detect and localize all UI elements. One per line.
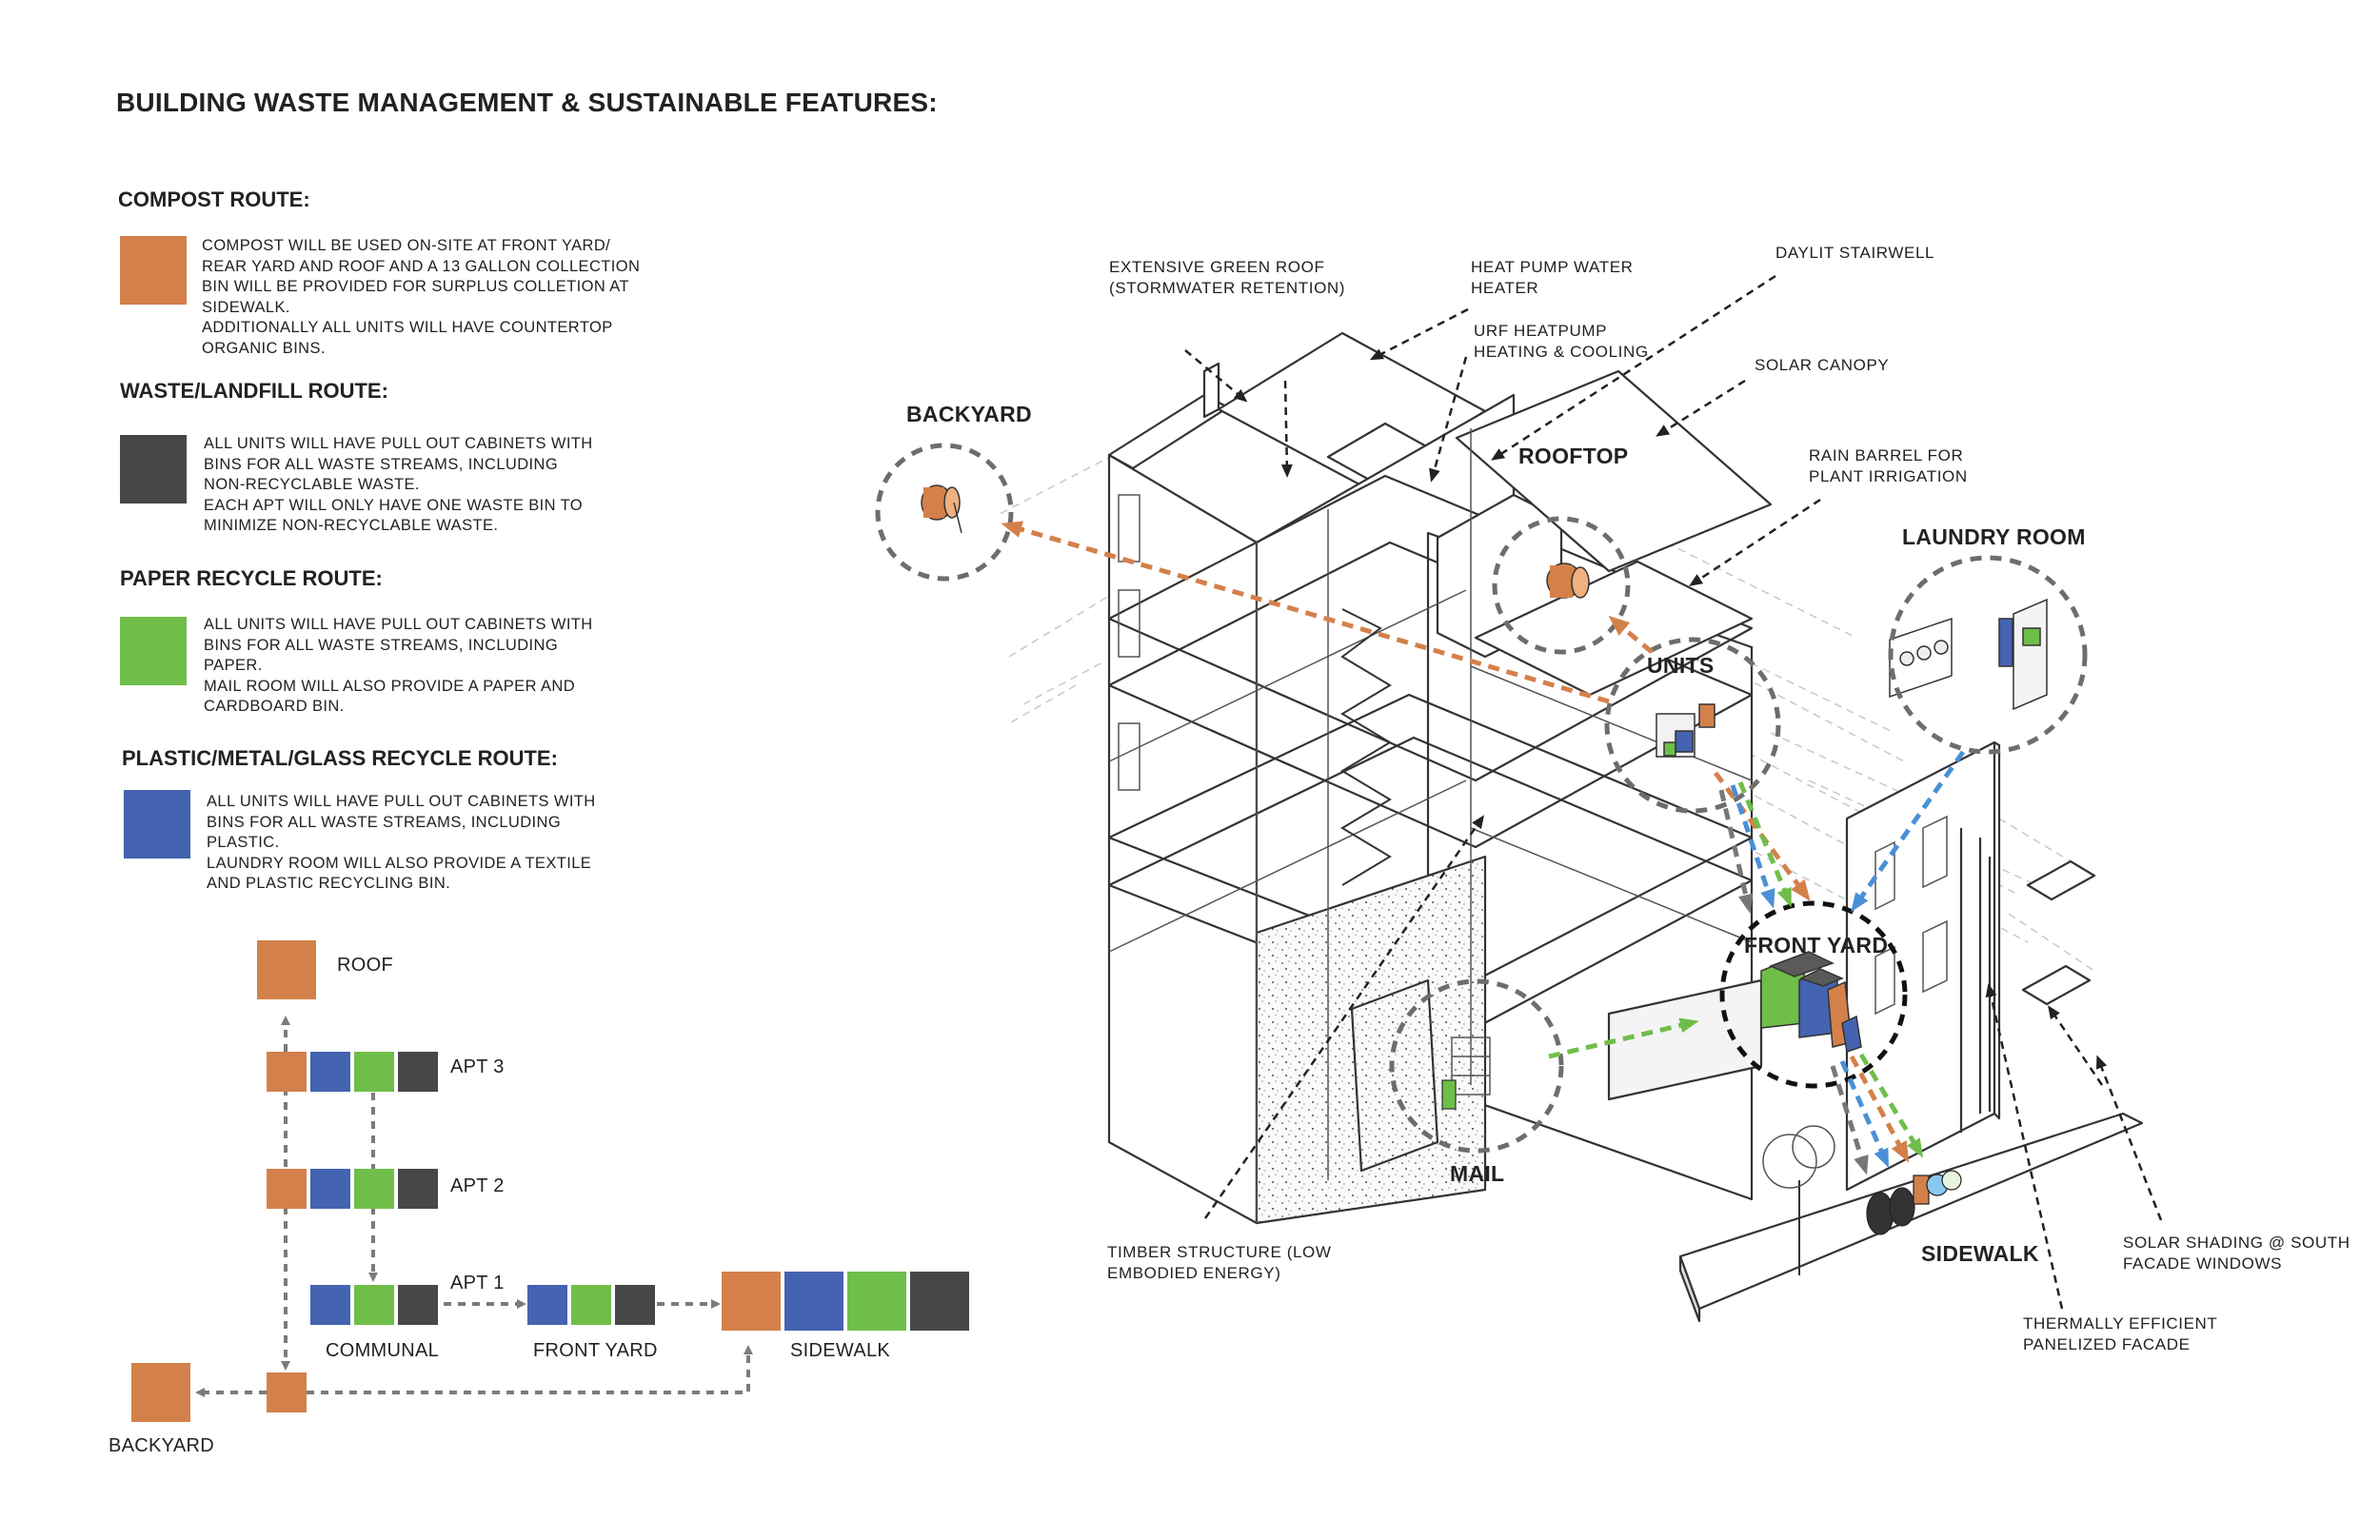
apt2-compost-box <box>267 1169 307 1209</box>
communal-waste-box <box>398 1285 438 1325</box>
thermal-facade-label: THERMALLY EFFICIENT PANELIZED FACADE <box>2023 1314 2218 1353</box>
apt2-label: APT 2 <box>450 1175 505 1196</box>
roof-compost-box <box>257 940 316 999</box>
communal-label: COMMUNAL <box>326 1340 440 1361</box>
apt3-paper-box <box>354 1052 394 1092</box>
frontyard-label: FRONT YARD <box>533 1340 658 1361</box>
rain-barrel-label: RAIN BARREL FOR PLANT IRRIGATION <box>1809 446 1968 485</box>
frontyard-waste-box <box>615 1285 655 1325</box>
page-title: BUILDING WASTE MANAGEMENT & SUSTAINABLE … <box>116 88 938 117</box>
backyard-compost-box <box>131 1363 190 1422</box>
plastic-route-text: ALL UNITS WILL HAVE PULL OUT CABINETS WI… <box>207 793 596 892</box>
mail-zone-circle <box>1389 978 1564 1154</box>
apt3-waste-box <box>398 1052 438 1092</box>
backyard-zone-circle <box>875 443 1014 582</box>
sidewalk-paper-box <box>847 1272 906 1331</box>
paper-swatch <box>120 617 187 685</box>
sidewalk-compost-box <box>722 1272 781 1331</box>
daylit-stairwell-label: DAYLIT STAIRWELL <box>1775 244 1935 262</box>
zone-mail-title: MAIL <box>1450 1161 1505 1186</box>
solar-canopy-label: SOLAR CANOPY <box>1755 356 1890 374</box>
compost-route-heading: COMPOST ROUTE: <box>118 188 310 211</box>
zone-rooftop-title: ROOFTOP <box>1518 444 1629 468</box>
apt1-label: APT 1 <box>450 1273 505 1293</box>
urf-heatpump-label: URF HEATPUMP HEATING & COOLING <box>1474 322 1649 361</box>
zone-laundry-title: LAUNDRY ROOM <box>1902 524 2086 549</box>
compost-swatch <box>120 236 187 305</box>
communal-plastic-box <box>310 1285 350 1325</box>
zone-sidewalk-title: SIDEWALK <box>1921 1241 2039 1266</box>
frontyard-plastic-box <box>527 1285 567 1325</box>
laundry-zone-circle <box>1888 555 2088 755</box>
paper-route-text: ALL UNITS WILL HAVE PULL OUT CABINETS WI… <box>204 616 593 715</box>
apt3-compost-box <box>267 1052 307 1092</box>
backyard-label: BACKYARD <box>109 1435 214 1456</box>
paper-route-heading: PAPER RECYCLE ROUTE: <box>120 566 383 590</box>
front-yard-zone-circle <box>1719 900 1908 1089</box>
heat-pump-label: HEAT PUMP WATER HEATER <box>1471 258 1634 297</box>
waste-route-heading: WASTE/LANDFILL ROUTE: <box>120 379 388 403</box>
zone-backyard-title: BACKYARD <box>906 402 1032 426</box>
zone-front-yard-title: FRONT YARD <box>1744 933 1889 958</box>
waste-route-text: ALL UNITS WILL HAVE PULL OUT CABINETS WI… <box>204 435 593 534</box>
roof-label: ROOF <box>337 955 393 976</box>
ground-compost-box <box>267 1372 307 1412</box>
timber-structure-label: TIMBER STRUCTURE (LOW EMBODIED ENERGY) <box>1107 1243 1332 1282</box>
communal-paper-box <box>354 1285 394 1325</box>
sidewalk-label: SIDEWALK <box>790 1340 891 1361</box>
units-zone-circle <box>1604 637 1781 814</box>
sidewalk-waste-box <box>910 1272 969 1331</box>
frontyard-paper-box <box>571 1285 611 1325</box>
apt3-plastic-box <box>310 1052 350 1092</box>
rooftop-zone-circle <box>1492 516 1631 655</box>
apt2-waste-box <box>398 1169 438 1209</box>
apt2-paper-box <box>354 1169 394 1209</box>
plastic-swatch <box>124 790 190 859</box>
green-roof-label: EXTENSIVE GREEN ROOF (STORMWATER RETENTI… <box>1109 258 1346 297</box>
apt3-label: APT 3 <box>450 1056 505 1077</box>
sidewalk-plastic-box <box>784 1272 843 1331</box>
waste-swatch <box>120 435 187 503</box>
apt2-plastic-box <box>310 1169 350 1209</box>
plastic-route-heading: PLASTIC/METAL/GLASS RECYCLE ROUTE: <box>122 746 558 770</box>
zone-units-title: UNITS <box>1647 653 1715 678</box>
compost-route-text: COMPOST WILL BE USED ON-SITE AT FRONT YA… <box>202 237 641 357</box>
solar-shading-label: SOLAR SHADING @ SOUTH FACADE WINDOWS <box>2123 1234 2350 1273</box>
